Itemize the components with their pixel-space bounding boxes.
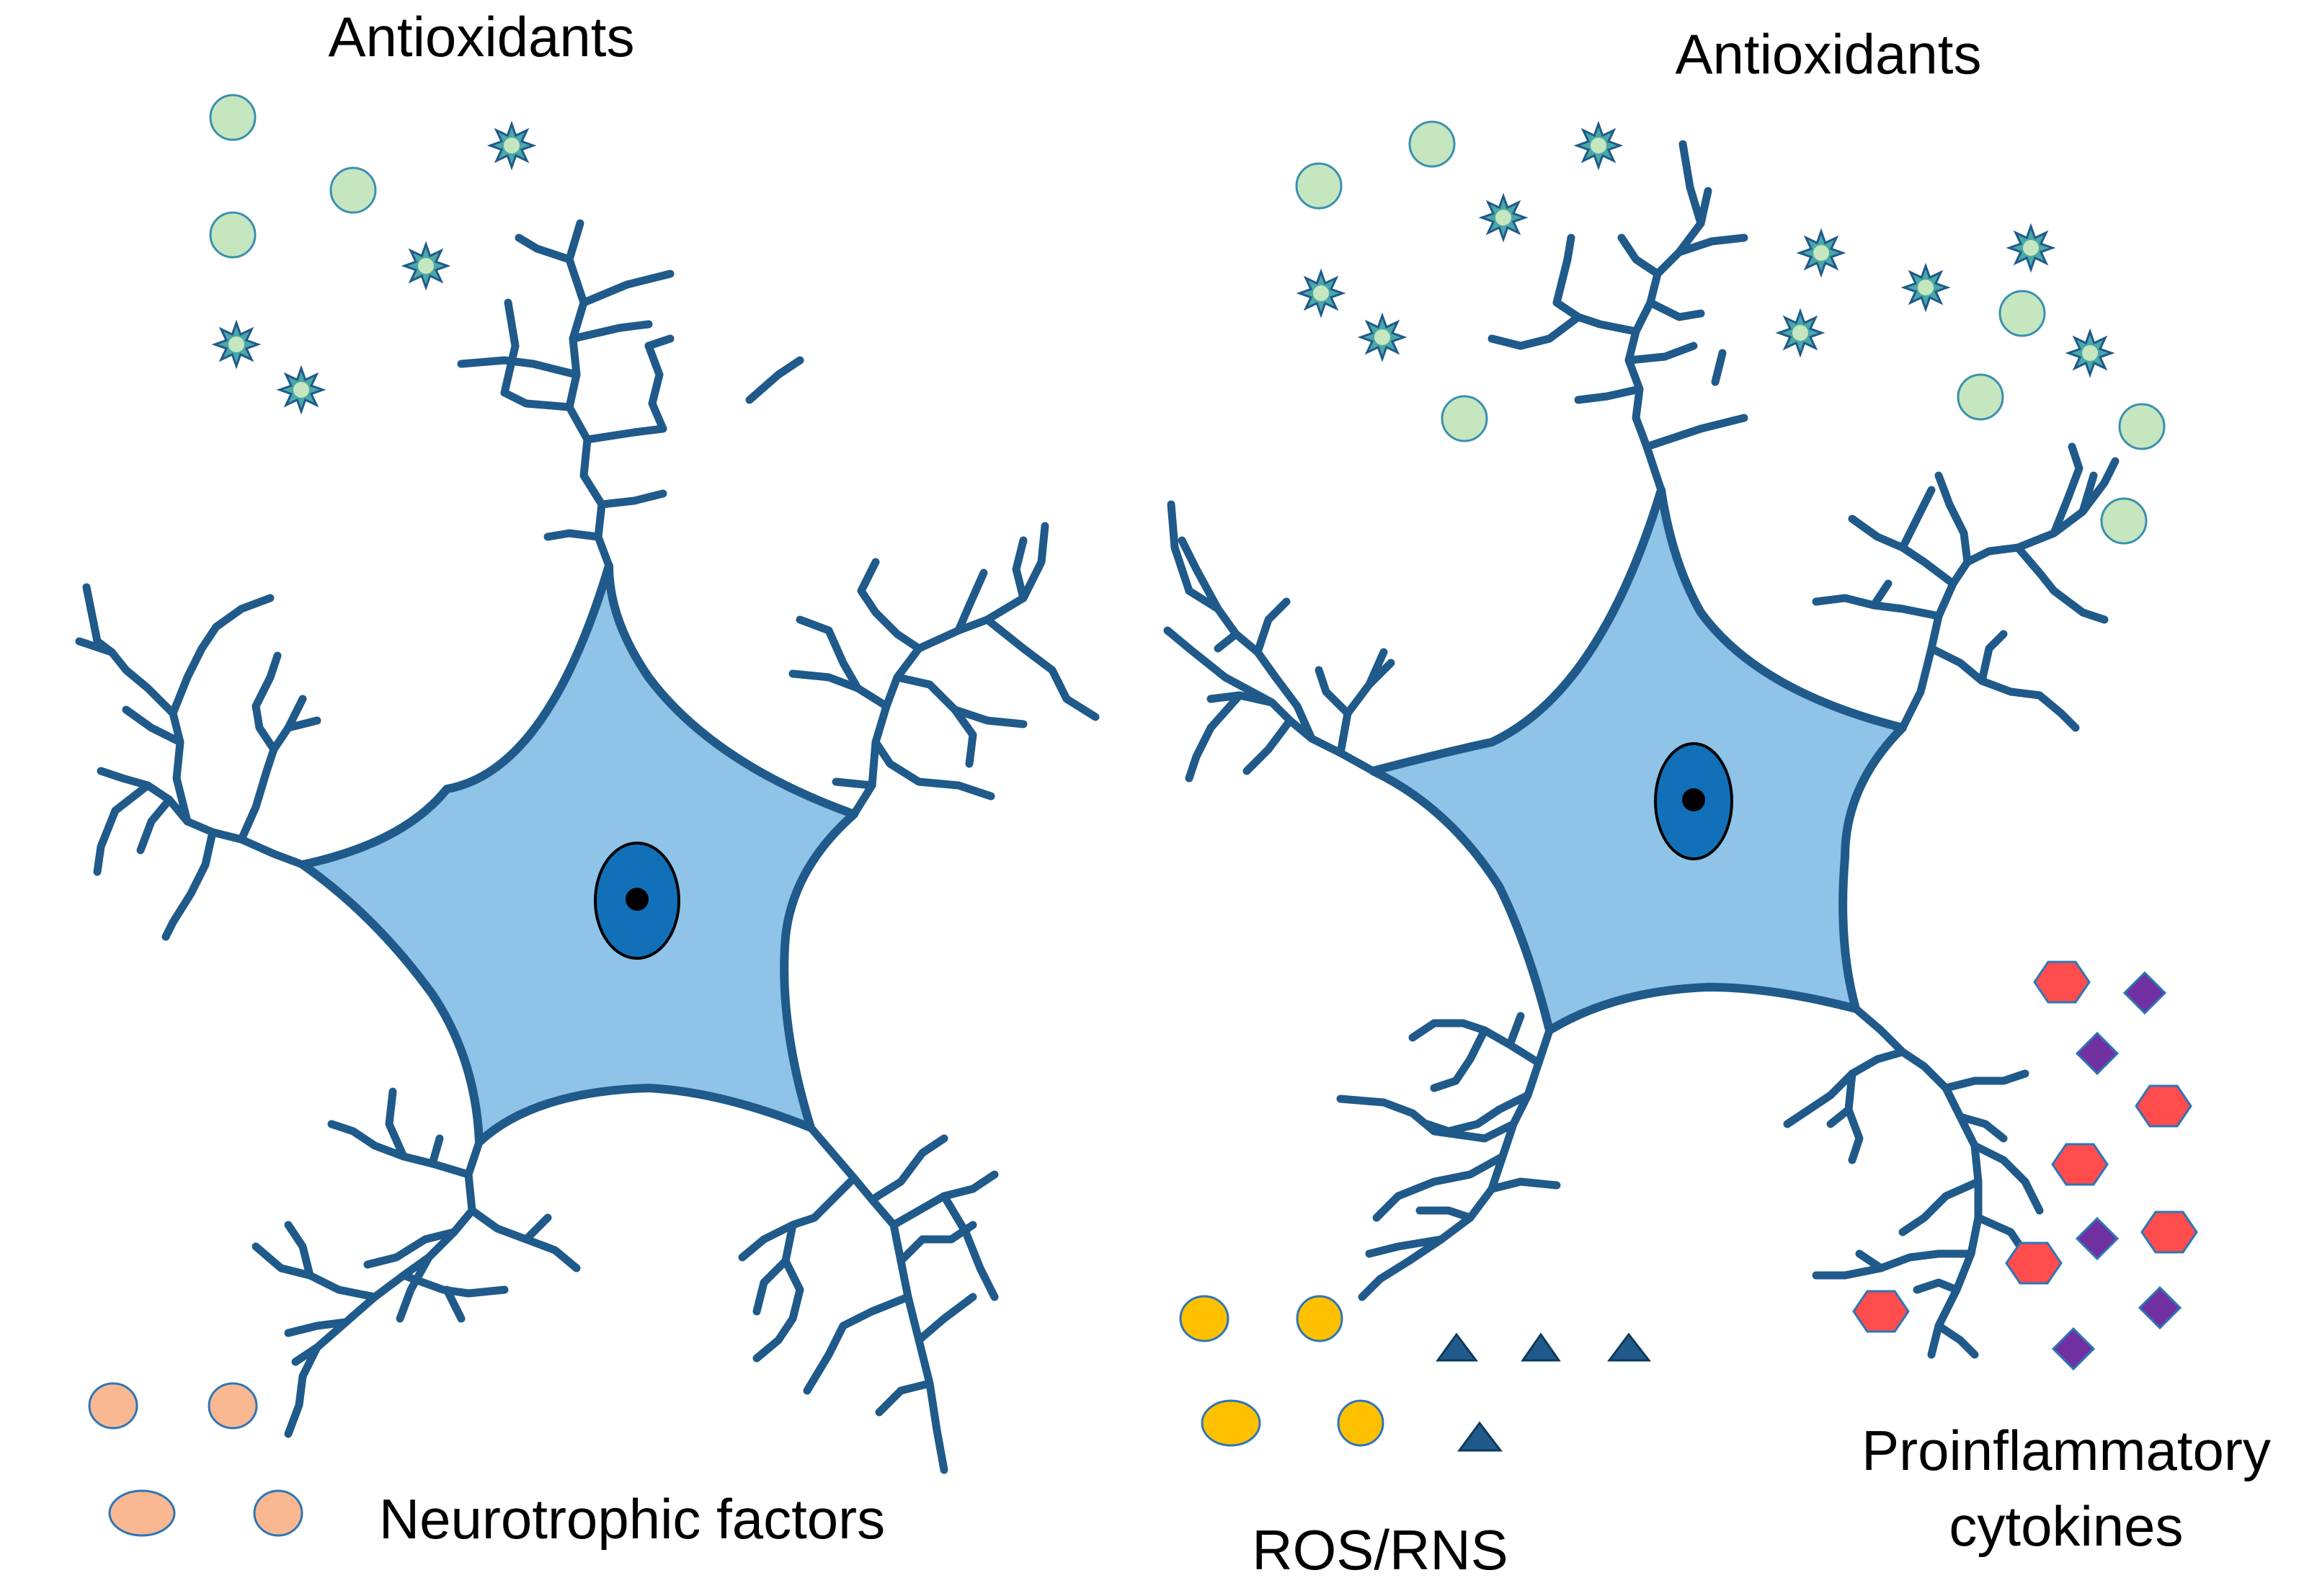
left-nucleolus [626,888,649,911]
antioxidant-circle [2100,497,2148,545]
antioxidant-star [276,365,326,415]
cytokine-hexagon [2140,1211,2198,1254]
right-soma [1369,486,1907,1035]
antioxidant-circle [1998,290,2046,337]
rns-triangle [1521,1332,1561,1362]
ros-circle [1296,1295,1343,1342]
antioxidant-star [1357,312,1407,362]
antioxidant-star [1573,120,1624,171]
antioxidant-star [2006,223,2056,273]
ros-rns-label: ROS/RNS [1252,1518,1508,1582]
antioxidant-star [1796,228,1846,278]
proinflammatory-cytokines [1852,960,2198,1371]
neurotrophic-factor [88,1382,138,1430]
neurotrophic-factor [208,1382,258,1430]
right-nucleolus [1682,788,1705,811]
antioxidant-star [2065,328,2115,378]
antioxidant-circle [209,211,257,259]
antioxidant-star [1900,262,1951,313]
rns-triangle [1457,1421,1503,1452]
ros-circle [1179,1295,1229,1342]
antioxidant-star [1296,268,1346,318]
neurotrophic-factors [88,1382,303,1537]
antioxidant-circle [1295,162,1343,210]
right-neuron-dendrites [1163,140,2120,1359]
left-antioxidants [209,94,537,415]
antioxidant-circle [2118,403,2166,450]
antioxidant-circle [1957,373,2004,421]
antioxidant-circle [209,94,257,141]
cytokine-hexagon [2051,1143,2109,1186]
neurotrophic-factor [108,1489,176,1537]
cytokine-hexagon [1852,1290,1910,1333]
left-soma [298,561,858,1146]
ros-rns [1179,1295,1652,1452]
right-antioxidants-label: Antioxidants [1676,22,1982,86]
antioxidant-star [1775,308,1825,358]
antioxidant-star [211,319,262,370]
cytokine-hexagon [2033,960,2091,1004]
rns-triangle [1436,1332,1478,1362]
cytokine-diamond [2075,1216,2120,1261]
cytokine-hexagon [2005,1241,2063,1285]
cytokines-label-line2: cytokines [1949,1494,2183,1558]
antioxidant-circle [1441,395,1488,442]
right-antioxidants [1295,120,2166,545]
right-neuron [1163,140,2120,1359]
antioxidant-circle [329,166,377,214]
antioxidant-star [1478,192,1529,243]
antioxidant-circle [1408,120,1456,168]
left-neuron [75,219,1100,1474]
cytokines-label-line1: Proinflammatory [1862,1419,2271,1482]
neurotrophic-factors-label: Neurotrophic factors [379,1487,885,1551]
cytokine-diamond [2051,1327,2096,1371]
antioxidant-star [401,241,451,291]
ros-circle [1337,1399,1384,1447]
left-antioxidants-label: Antioxidants [329,5,635,68]
ros-circle [1201,1399,1261,1447]
cytokine-diamond [2122,971,2167,1015]
cytokine-diamond [2075,1031,2120,1076]
rns-triangle [1607,1332,1652,1362]
antioxidant-star [486,120,537,171]
cytokine-hexagon [2135,1084,2192,1128]
cytokine-diamond [2138,1285,2182,1330]
neurotrophic-factor [253,1489,303,1537]
left-neuron-dendrites [75,219,1100,1474]
